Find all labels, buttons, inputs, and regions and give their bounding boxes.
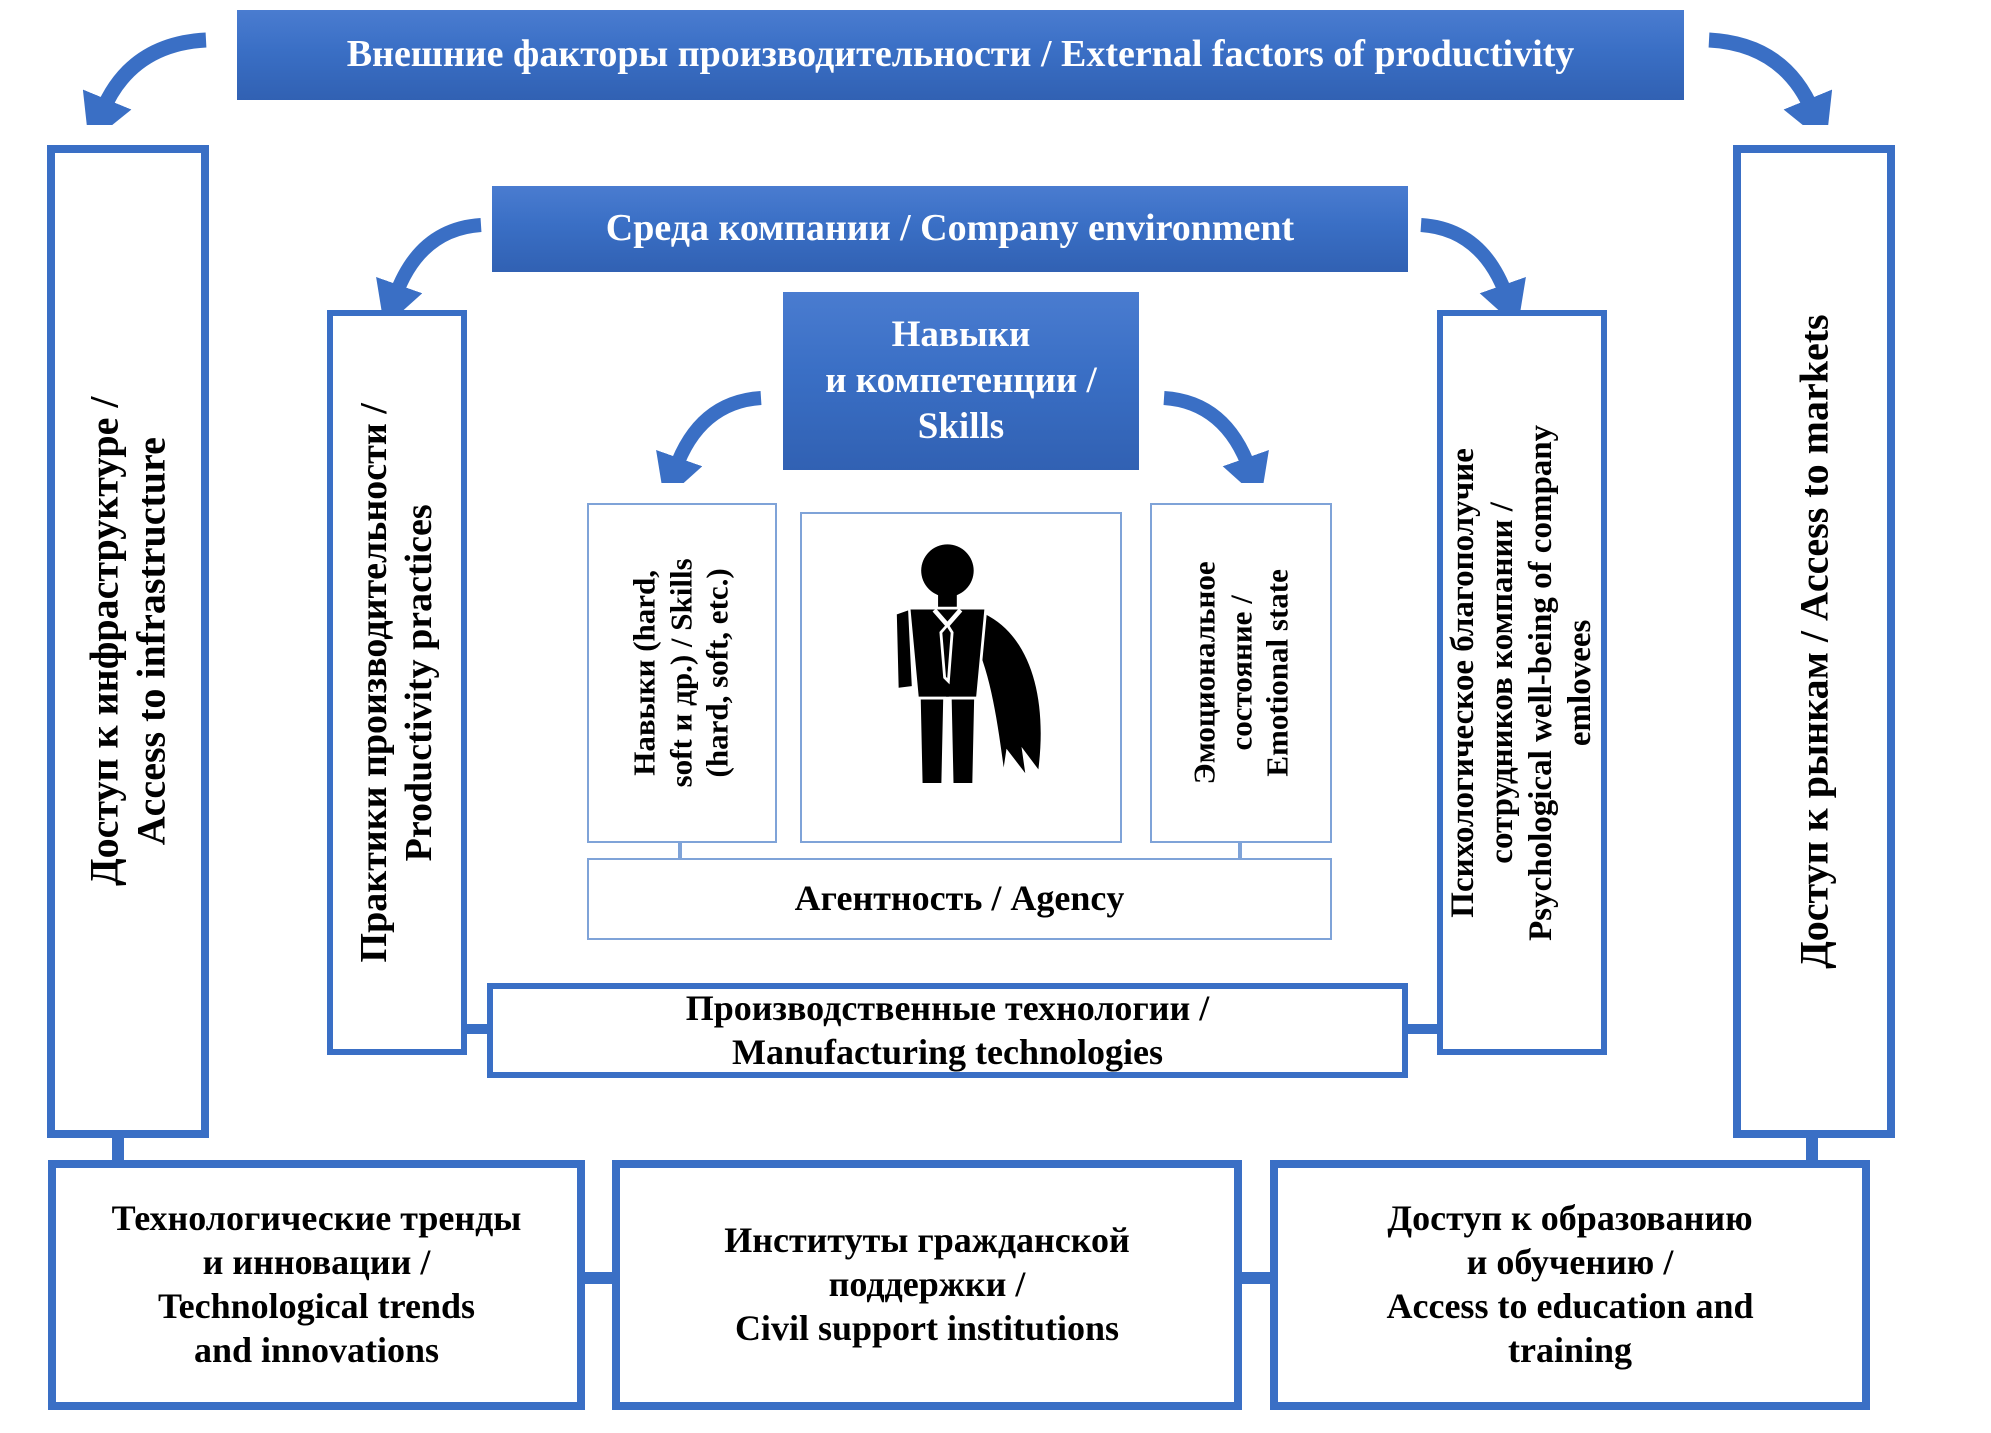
superhero-person-icon	[894, 544, 1041, 786]
access-infrastructure-column: Доступ к инфраструктуре / Access to infr…	[47, 145, 209, 1138]
curved-arrow-env-right-icon	[1420, 218, 1526, 310]
connector-infrastructure-bottom	[112, 1137, 124, 1161]
connector-emotional-agency	[1238, 843, 1242, 858]
connector-right-manufacturing	[1406, 1024, 1438, 1034]
external-factors-label: Внешние факторы производительности / Ext…	[346, 33, 1575, 76]
skills-detail-box: Навыки (hard, soft и др.) / Skills (hard…	[587, 503, 777, 843]
civil-support-box: Институты гражданской поддержки / Civil …	[612, 1160, 1242, 1410]
connector-bottom-2-3	[1242, 1272, 1271, 1284]
access-markets-column: Доступ к рынкам / Access to markets	[1733, 145, 1895, 1138]
tech-trends-label: Технологические тренды и инновации / Tec…	[111, 1198, 522, 1370]
skills-banner-label: Навыки и компетенции / Skills	[825, 313, 1097, 448]
curved-arrow-skills-right-icon	[1163, 391, 1269, 483]
curved-arrow-skills-left-icon	[656, 391, 762, 483]
curved-arrow-env-left-icon	[376, 218, 482, 310]
connector-markets-bottom	[1806, 1137, 1818, 1161]
access-infrastructure-label: Доступ к инфраструктуре / Access to infr…	[81, 396, 174, 887]
connector-bottom-1-2	[585, 1272, 613, 1284]
person-box	[800, 512, 1122, 843]
connector-skills-agency	[678, 843, 682, 858]
education-access-box: Доступ к образованию и обучению / Access…	[1270, 1160, 1870, 1410]
connector-left-manufacturing	[465, 1024, 489, 1034]
productivity-practices-column: Практики производительности / Productivi…	[327, 310, 467, 1055]
manufacturing-technologies-label: Производственные технологии / Manufactur…	[685, 987, 1210, 1072]
external-factors-banner: Внешние факторы производительности / Ext…	[237, 10, 1684, 100]
emotional-state-label: Эмоциональное состояние / Emotional stat…	[1186, 561, 1295, 785]
tech-trends-box: Технологические тренды и инновации / Tec…	[48, 1160, 585, 1410]
psychological-wellbeing-column: Психологическое благополучие сотрудников…	[1437, 310, 1607, 1055]
company-environment-banner: Среда компании / Company environment	[492, 186, 1408, 272]
agency-label: Агентность / Agency	[794, 878, 1125, 919]
curved-arrow-top-right-icon	[1708, 32, 1833, 125]
agency-box: Агентность / Agency	[587, 858, 1332, 940]
civil-support-label: Институты гражданской поддержки / Civil …	[724, 1220, 1130, 1348]
psychological-wellbeing-label: Психологическое благополучие сотрудников…	[1445, 424, 1598, 941]
skills-banner: Навыки и компетенции / Skills	[783, 292, 1139, 470]
education-access-label: Доступ к образованию и обучению / Access…	[1386, 1198, 1754, 1370]
skills-detail-label: Навыки (hard, soft и др.) / Skills (hard…	[627, 558, 736, 788]
access-markets-label: Доступ к рынкам / Access to markets	[1791, 314, 1837, 969]
productivity-practices-label: Практики производительности / Productivi…	[353, 402, 440, 963]
company-environment-label: Среда компании / Company environment	[605, 207, 1295, 250]
curved-arrow-top-left-icon	[82, 32, 207, 125]
emotional-state-box: Эмоциональное состояние / Emotional stat…	[1150, 503, 1332, 843]
manufacturing-technologies-box: Производственные технологии / Manufactur…	[487, 983, 1408, 1078]
